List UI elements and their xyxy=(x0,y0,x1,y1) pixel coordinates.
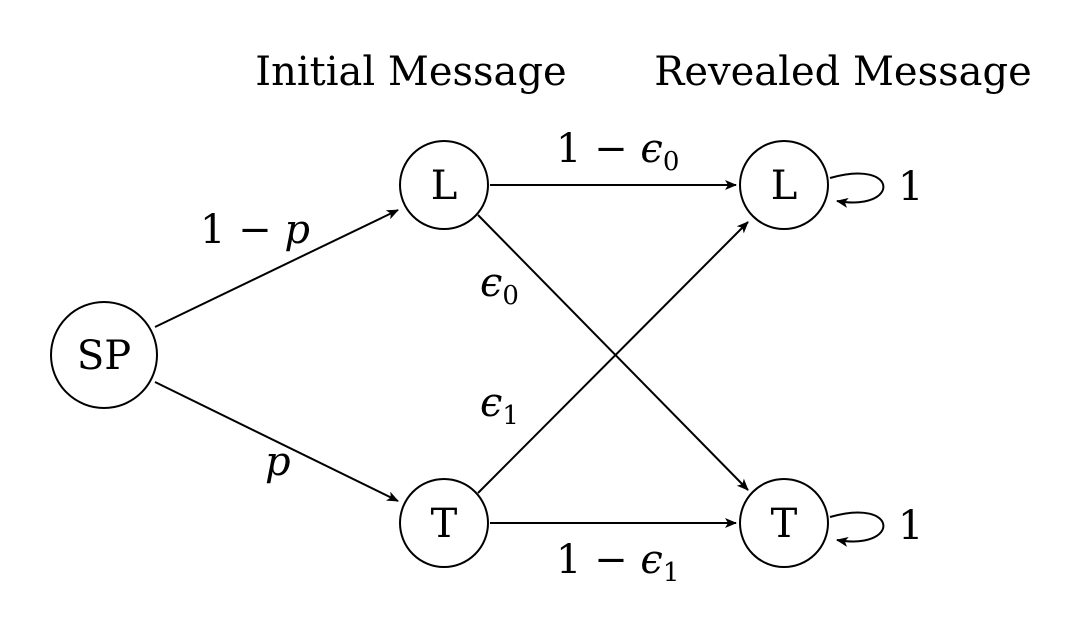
node-revealed-l: L xyxy=(739,140,829,230)
node-revealed-t-label: T xyxy=(771,501,798,547)
node-revealed-l-label: L xyxy=(771,163,798,209)
label-sp-to-l: 1 − p xyxy=(200,207,310,253)
label-loop-t: 1 xyxy=(898,503,923,549)
node-initial-l: L xyxy=(399,140,489,230)
edge-initial-l-to-revealed-t xyxy=(477,214,749,491)
revealed-message-header: Revealed Message xyxy=(654,49,1032,95)
node-revealed-t: T xyxy=(739,478,829,568)
self-loop-revealed-l xyxy=(829,172,885,208)
edge-sp-to-initial-l xyxy=(154,209,399,328)
label-t-to-t: 1 − ϵ1 xyxy=(556,537,679,588)
node-sp: SP xyxy=(50,301,158,409)
node-initial-l-label: L xyxy=(431,163,458,209)
node-initial-t: T xyxy=(399,478,489,568)
edge-sp-to-initial-t xyxy=(154,381,399,502)
edge-initial-t-to-revealed-l xyxy=(477,221,749,494)
label-l-to-l: 1 − ϵ0 xyxy=(556,126,679,177)
label-loop-l: 1 xyxy=(898,164,923,210)
label-l-to-t: ϵ0 xyxy=(480,260,519,311)
label-t-to-l: ϵ1 xyxy=(480,380,519,431)
node-sp-label: SP xyxy=(77,333,131,379)
self-loop-revealed-t xyxy=(829,511,885,547)
node-initial-t-label: T xyxy=(431,501,458,547)
initial-message-header: Initial Message xyxy=(255,49,566,95)
label-sp-to-t: p xyxy=(265,439,291,485)
